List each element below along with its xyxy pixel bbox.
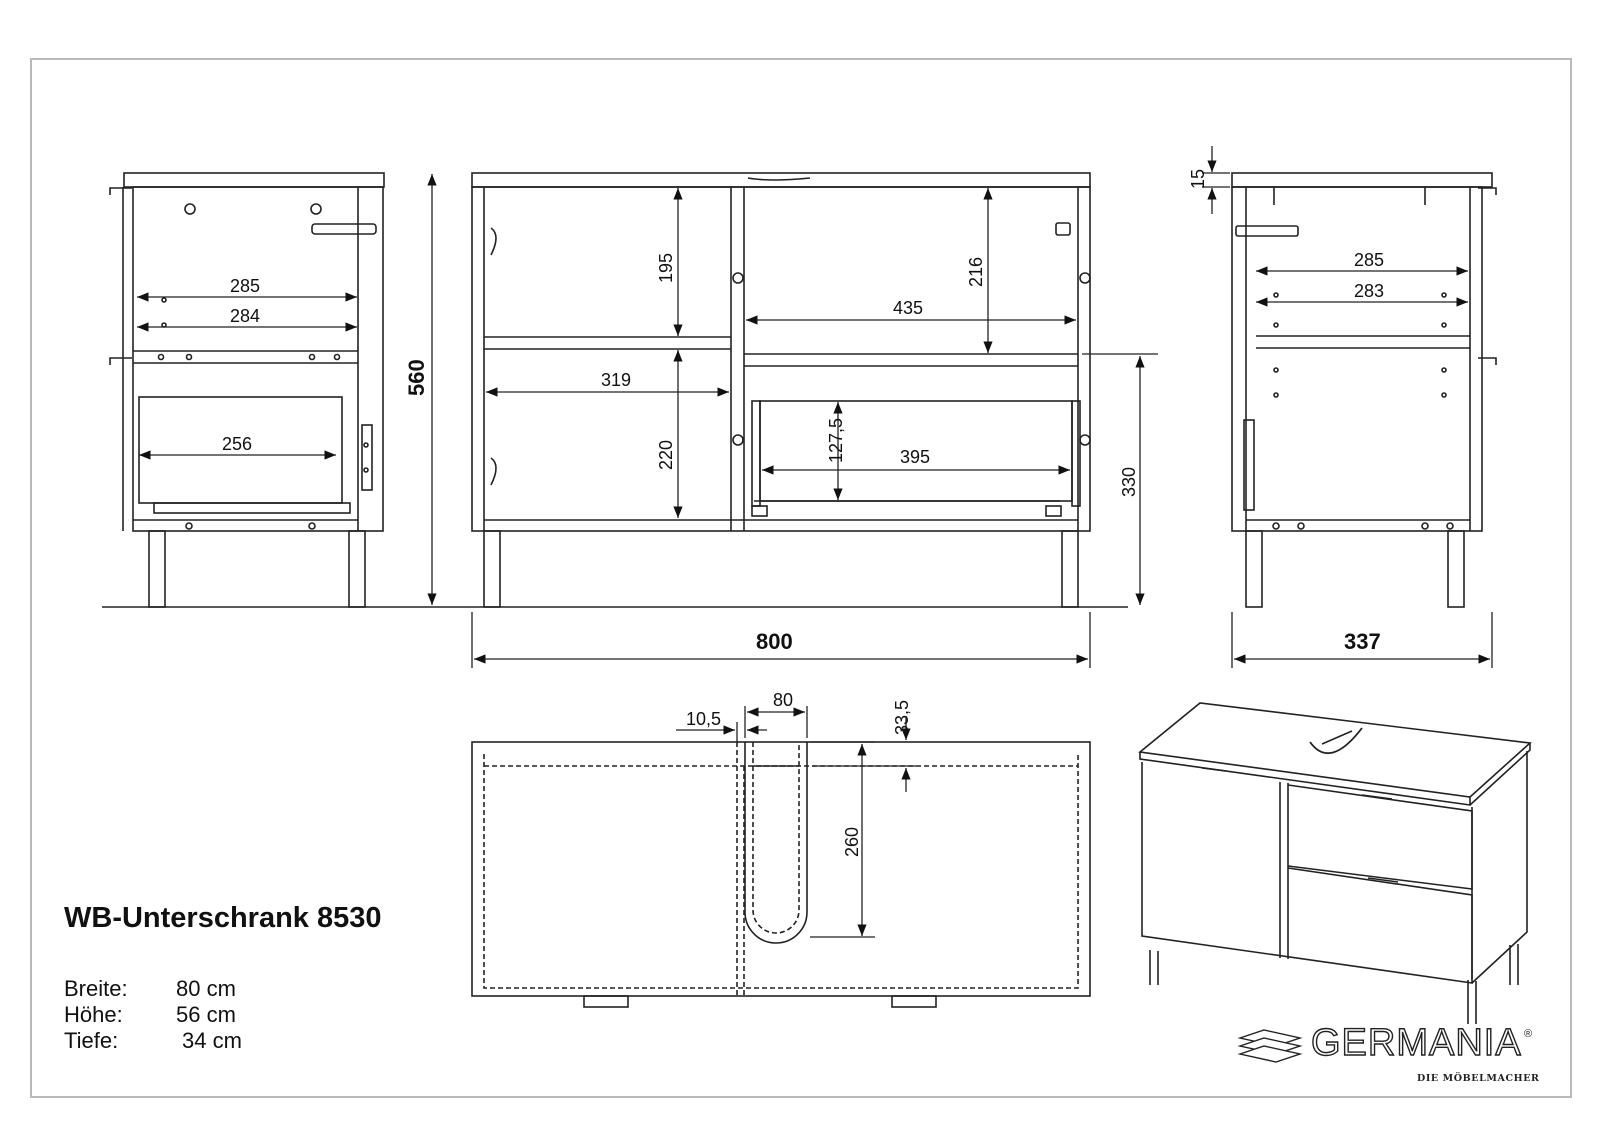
germania-logo-icon [1237, 1029, 1303, 1063]
spec-value: 34 cm [182, 1028, 242, 1053]
dim-front-330: 330 [1119, 467, 1139, 497]
top-view-dimensions [676, 706, 916, 938]
dim-height-560: 560 [404, 359, 429, 396]
dim-front-435: 435 [893, 298, 923, 318]
dim-width-800: 800 [756, 629, 793, 654]
dim-right-285: 285 [1354, 250, 1384, 270]
dim-front-395: 395 [900, 447, 930, 467]
perspective-view [1138, 702, 1532, 1024]
front-view-dimensions [427, 174, 1158, 668]
spec-label: Tiefe: [64, 1028, 119, 1053]
dim-depth-337: 337 [1344, 629, 1381, 654]
product-title: WB-Unterschrank 8530 [64, 902, 382, 934]
spec-label: Höhe: [64, 1002, 123, 1027]
spec-value: 80 cm [176, 976, 236, 1001]
spec-row-width: Breite: 80 cm [64, 976, 272, 1002]
spec-label: Breite: [64, 976, 128, 1001]
product-specs: Breite: 80 cm Höhe: 56 cm Tiefe: 34 cm [64, 976, 272, 1054]
brand-tagline: DIE MÖBELMACHER [1417, 1073, 1540, 1084]
dim-top-80: 80 [773, 690, 793, 710]
side-view-left [109, 172, 385, 608]
top-view [471, 741, 1091, 1008]
dim-left-width-285: 285 [230, 276, 260, 296]
front-view [471, 172, 1091, 608]
dim-front-220: 220 [656, 440, 676, 470]
dim-top-33-5: 33,5 [892, 700, 912, 735]
brand-name: GERMANIA [1310, 1021, 1522, 1064]
dim-left-width-284: 284 [230, 306, 260, 326]
side-view-right-dimensions [1202, 146, 1493, 668]
dim-top-260: 260 [842, 827, 862, 857]
side-view-right [1231, 172, 1497, 608]
dim-front-319: 319 [601, 370, 631, 390]
dim-front-216: 216 [966, 257, 986, 287]
drawing-sheet-border [30, 58, 1572, 1098]
spec-row-height: Höhe: 56 cm [64, 1002, 272, 1028]
dim-top-10-5: 10,5 [686, 709, 721, 729]
dim-front-195: 195 [656, 253, 676, 283]
spec-row-depth: Tiefe: 34 cm [64, 1028, 272, 1054]
dim-left-drawer-256: 256 [222, 434, 252, 454]
brand-registered-mark: ® [1524, 1028, 1533, 1040]
dim-right-283: 283 [1354, 281, 1384, 301]
dim-front-127-5: 127,5 [826, 418, 846, 463]
spec-value: 56 cm [176, 1002, 236, 1027]
side-view-left-dimensions [137, 292, 357, 460]
dim-top-thickness-15: 15 [1188, 169, 1208, 189]
